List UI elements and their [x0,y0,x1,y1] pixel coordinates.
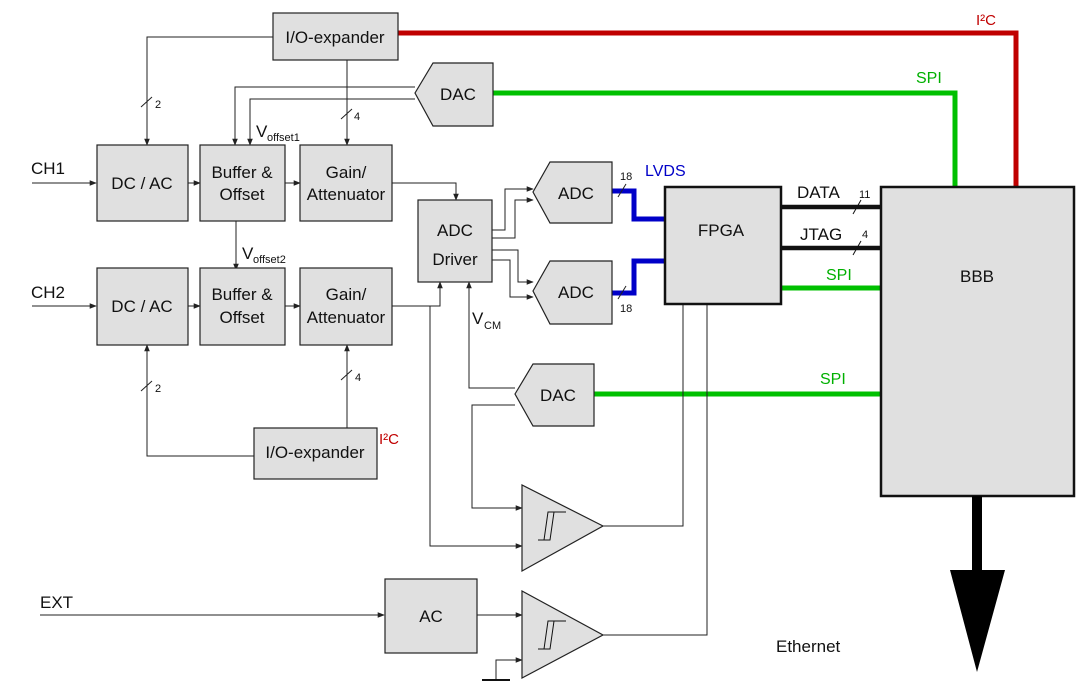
vcm-main: V [472,309,484,328]
adc-2-label: ADC [558,283,594,302]
jtag-bits-label: 4 [862,229,868,241]
adc-driver: ADC Driver [417,199,493,283]
io-expander-top: I/O-expander [272,12,399,61]
dac-mid-label: DAC [540,386,576,405]
gain-2-label-line2: Attenuator [307,308,386,327]
io-expander-bottom: I/O-expander [253,427,378,480]
vcm-label: V CM [472,309,501,332]
gain-attenuator-1: Gain/ Attenuator [299,144,393,222]
bbb: BBB [879,185,1076,498]
adc-driver-label-line1: ADC [437,221,473,240]
hysteresis-icon [538,620,566,650]
adc-2: ADC [532,260,613,325]
dac-top: DAC [414,62,494,127]
spi-top-label: SPI [916,70,942,87]
adc2-bits-label: 18 [620,303,632,315]
buffer-1-label-line1: Buffer & [211,163,273,182]
data-label: DATA [797,183,840,202]
buffer-offset-1: Buffer & Offset [199,144,286,222]
buffer-1-label-line2: Offset [219,185,264,204]
vcm-sub: CM [484,320,501,332]
spi-dac-label: SPI [820,371,846,388]
dc-ac-1-label: DC / AC [111,174,172,193]
i2c-top-label: I²C [976,12,996,29]
data-bits-label: 11 [859,189,870,201]
fpga-label: FPGA [698,221,745,240]
bus-width-io-top-4: 4 [354,111,360,123]
i2c-bus-top [398,30,1019,187]
adc-1: ADC [532,161,613,224]
bus-width-io-bottom-4: 4 [355,372,361,384]
io-expander-bottom-label: I/O-expander [265,443,365,462]
adc-driver-label-line2: Driver [432,250,478,269]
lvds-label: LVDS [645,163,686,180]
ethernet-arrow [950,496,1005,672]
ch1-label: CH1 [31,159,65,178]
io-expander-top-label: I/O-expander [285,28,385,47]
jtag-label: JTAG [800,225,842,244]
spi-fpga-label: SPI [826,267,852,284]
voffset2-sub: offset2 [253,254,286,266]
voffset2-label: V offset2 [242,244,286,266]
comparator-1 [521,484,605,573]
gain-1-label-line2: Attenuator [307,185,386,204]
voffset2-main: V [242,244,254,263]
dac-mid: DAC [514,363,595,427]
hysteresis-icon [538,511,566,541]
spi-bus-top [493,90,958,187]
gain-attenuator-2: Gain/ Attenuator [299,267,393,346]
adc-1-label: ADC [558,184,594,203]
signal-wires [32,36,708,681]
fpga: FPGA [663,185,783,306]
buffer-2-label-line2: Offset [219,308,264,327]
voffset1-main: V [256,122,268,141]
comparator-2 [521,589,605,679]
dc-ac-2-label: DC / AC [111,297,172,316]
adc1-bits-label: 18 [620,171,632,183]
bbb-label: BBB [960,267,994,286]
ext-label: EXT [40,593,73,612]
ethernet-label: Ethernet [776,637,841,656]
dac-top-label: DAC [440,85,476,104]
lvds-bus [610,188,665,296]
data-bus [781,199,881,256]
dc-ac-1: DC / AC [96,144,189,222]
buffer-offset-2: Buffer & Offset [199,267,286,346]
ch2-label: CH2 [31,283,65,302]
ac-block: AC [384,578,478,654]
bus-width-io-bottom-2: 2 [155,383,161,395]
bus-width-io-top-2: 2 [155,99,161,111]
gain-2-label-line1: Gain/ [326,285,367,304]
voffset1-sub: offset1 [267,132,300,144]
ac-label: AC [419,607,443,626]
buffer-2-label-line1: Buffer & [211,285,273,304]
dc-ac-2: DC / AC [96,267,189,346]
i2c-bottom-label: I²C [379,431,399,448]
voffset1-label: V offset1 [256,122,300,144]
gain-1-label-line1: Gain/ [326,163,367,182]
